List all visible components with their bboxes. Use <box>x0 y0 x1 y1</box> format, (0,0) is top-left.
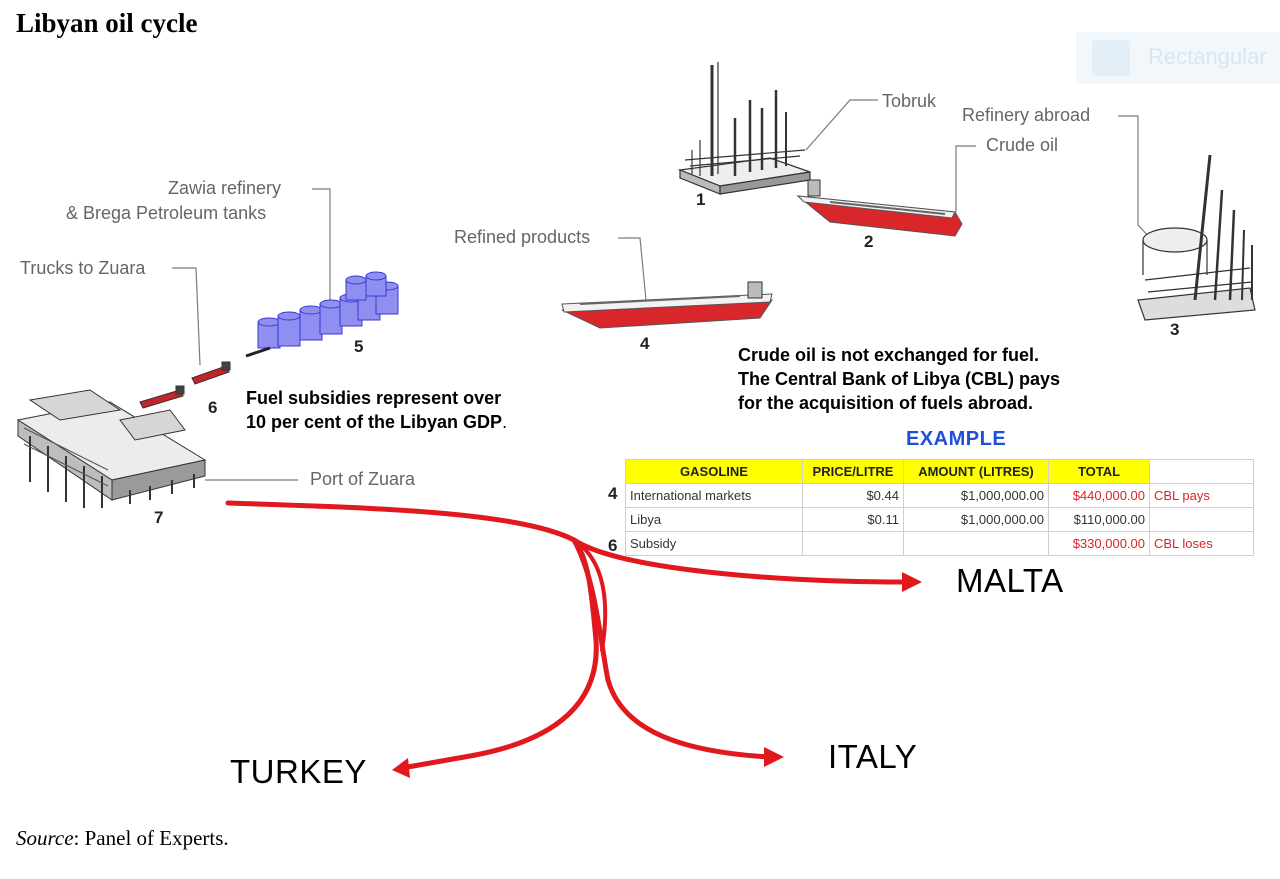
trucks-illustration <box>139 361 231 409</box>
watermark-icon <box>1092 40 1130 76</box>
example-table-header: GASOLINE PRICE/LITRE AMOUNT (LITRES) TOT… <box>625 459 1254 484</box>
leader-refinery-abroad <box>1118 115 1151 239</box>
leader-crude-oil <box>955 145 976 212</box>
label-zawia-refinery: Zawia refinery <box>168 178 282 198</box>
table-row: International markets $0.44 $1,000,000.0… <box>625 483 1254 508</box>
header-gasoline: GASOLINE <box>625 459 803 484</box>
example-table: GASOLINE PRICE/LITRE AMOUNT (LITRES) TOT… <box>625 459 1254 556</box>
refined-products-tanker-illustration <box>561 281 773 329</box>
note-cbl-line-1: Crude oil is not exchanged for fuel. <box>738 345 1040 365</box>
note-subsidy-period: . <box>502 412 508 432</box>
header-price: PRICE/LITRE <box>802 459 904 484</box>
note-fuel-subsidies: Fuel subsidies represent over 10 per cen… <box>246 386 507 434</box>
note-subsidy-line-2-text: 10 per cent of the Libyan GDP <box>246 412 503 432</box>
brega-tanks-illustration <box>245 271 399 358</box>
cell-price: $0.11 <box>802 507 904 532</box>
note-cbl-payment: Crude oil is not exchanged for fuel. The… <box>738 343 1060 415</box>
route-arrowheads <box>392 572 922 778</box>
cell-amount <box>903 531 1049 556</box>
source-text: : Panel of Experts. <box>73 826 229 850</box>
label-trucks: Trucks to Zuara <box>20 258 146 278</box>
label-tobruk: Tobruk <box>882 91 937 111</box>
table-row-marker-6: 6 <box>608 536 618 555</box>
note-cbl-line-3: for the acquisition of fuels abroad. <box>738 393 1034 413</box>
arrowhead-turkey <box>392 758 410 778</box>
step-number-4: 4 <box>640 334 650 353</box>
tobruk-refinery-illustration <box>677 62 811 195</box>
table-row: Libya $0.11 $1,000,000.00 $110,000.00 <box>625 507 1254 532</box>
leader-lines <box>172 99 1151 481</box>
label-refinery-abroad: Refinery abroad <box>962 105 1091 125</box>
leader-tobruk <box>805 99 878 151</box>
route-to-italy <box>571 537 773 760</box>
cell-note: CBL loses <box>1149 531 1254 556</box>
label-crude-oil: Crude oil <box>986 135 1059 155</box>
note-subsidy-line-1: Fuel subsidies represent over <box>246 388 502 408</box>
cell-amount: $1,000,000.00 <box>903 507 1049 532</box>
step-number-2: 2 <box>864 232 874 251</box>
route-strand <box>572 538 608 652</box>
destination-italy: ITALY <box>828 738 918 775</box>
cell-amount: $1,000,000.00 <box>903 483 1049 508</box>
label-port: Port of Zuara <box>310 469 416 489</box>
cell-total: $330,000.00 <box>1048 531 1150 556</box>
crude-oil-tanker-illustration <box>796 179 963 237</box>
header-amount: AMOUNT (LITRES) <box>903 459 1049 484</box>
label-brega-tanks: & Brega Petroleum tanks <box>66 203 267 223</box>
cell-note <box>1149 507 1254 532</box>
table-row-marker-4: 4 <box>608 484 618 503</box>
source-note: Source: Panel of Experts. <box>16 826 229 851</box>
cell-name: Libya <box>625 507 803 532</box>
cell-price: $0.44 <box>802 483 904 508</box>
header-total: TOTAL <box>1048 459 1150 484</box>
watermark-text: Rectangular <box>1148 44 1267 69</box>
export-routes <box>225 500 908 771</box>
note-cbl-line-2: The Central Bank of Libya (CBL) pays <box>738 369 1061 389</box>
cell-name: International markets <box>625 483 803 508</box>
step-number-6: 6 <box>208 398 218 417</box>
cell-name: Subsidy <box>625 531 803 556</box>
header-blank <box>1149 459 1254 484</box>
watermark-button: Rectangular <box>1076 32 1280 84</box>
leader-trucks <box>172 267 201 366</box>
table-row: Subsidy $330,000.00 CBL loses <box>625 531 1254 556</box>
step-number-3: 3 <box>1170 320 1180 339</box>
example-heading: EXAMPLE <box>906 428 1007 450</box>
cell-total: $440,000.00 <box>1048 483 1150 508</box>
arrowhead-italy <box>764 747 784 767</box>
refinery-abroad-illustration <box>1137 154 1256 321</box>
route-to-turkey <box>399 537 599 771</box>
destination-malta: MALTA <box>956 562 1064 599</box>
leader-refined-products <box>618 237 647 301</box>
label-refined-products: Refined products <box>454 227 591 247</box>
figure-title: Libyan oil cycle <box>16 8 198 38</box>
leader-zawia <box>312 188 331 300</box>
step-number-5: 5 <box>354 337 364 356</box>
cell-price <box>802 531 904 556</box>
step-number-7: 7 <box>154 508 164 527</box>
note-subsidy-line-2: 10 per cent of the Libyan GDP. <box>246 410 507 434</box>
cell-total: $110,000.00 <box>1048 507 1150 532</box>
source-prefix: Source <box>16 826 74 850</box>
destination-turkey: TURKEY <box>230 753 367 790</box>
cell-note: CBL pays <box>1149 483 1254 508</box>
step-number-1: 1 <box>696 190 706 209</box>
arrowhead-malta <box>902 572 922 592</box>
port-of-zuara-illustration <box>16 389 207 508</box>
